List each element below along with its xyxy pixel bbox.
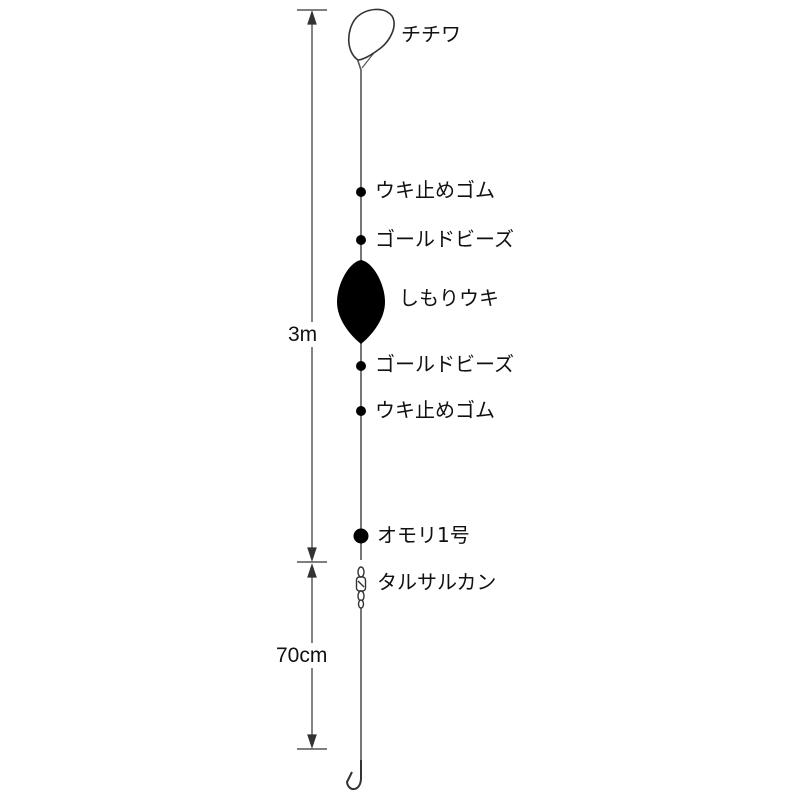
stopper-bottom-icon: [356, 406, 366, 416]
label-float: しもりウキ: [399, 286, 499, 310]
float-icon: [337, 260, 385, 344]
sinker-icon: [353, 528, 369, 544]
label-stopper-top: ウキ止めゴム: [375, 178, 495, 202]
bead-top-icon: [356, 235, 366, 245]
dimension-main: [297, 9, 327, 563]
stopper-top-icon: [356, 187, 366, 197]
loop-icon: [347, 8, 395, 61]
dimension-leader-bottom-arrow: [307, 734, 317, 749]
dimension-leader-label: 70cm: [276, 643, 328, 668]
label-stopper-bottom: ウキ止めゴム: [375, 398, 495, 422]
label-swivel: タルサルカン: [377, 570, 497, 594]
label-sinker: オモリ1号: [377, 523, 470, 547]
dimension-main-label: 3m: [288, 322, 318, 347]
label-loop: チチワ: [401, 22, 461, 46]
bead-bottom-icon: [356, 361, 366, 371]
label-beads-top: ゴールドビーズ: [375, 227, 514, 251]
label-beads-bottom: ゴールドビーズ: [375, 352, 514, 376]
dimension-main-top-arrow: [307, 10, 317, 25]
swivel-icon: [355, 566, 367, 609]
dimension-leader-top-arrow: [307, 563, 317, 578]
hook-icon: [345, 760, 362, 790]
dimension-leader: [297, 563, 327, 750]
dimension-main-bottom-arrow: [307, 547, 317, 562]
